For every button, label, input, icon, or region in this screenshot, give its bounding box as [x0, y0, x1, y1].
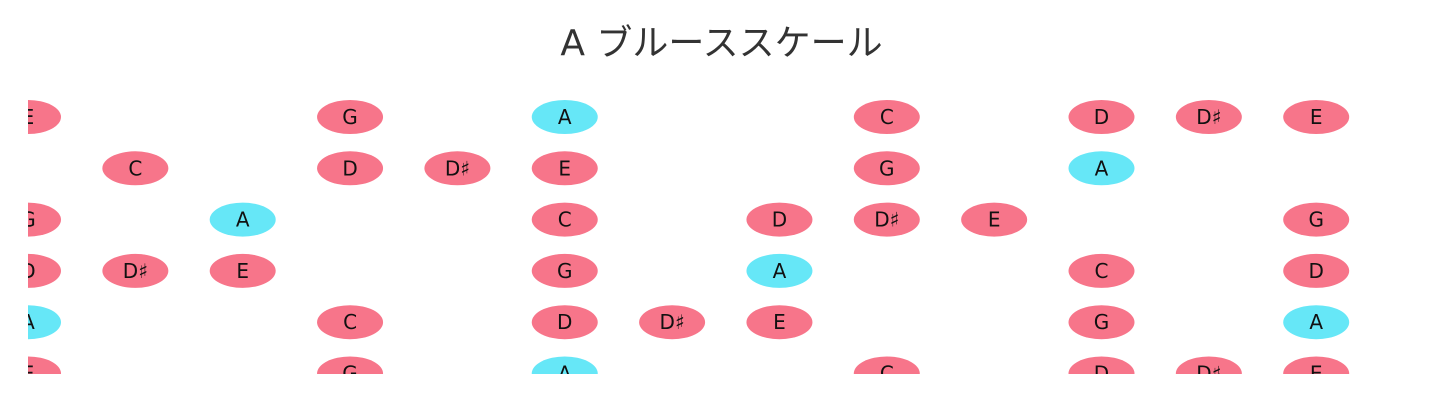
note-label: D♯ — [874, 208, 899, 232]
note-label: D — [20, 259, 35, 283]
note-label: A — [21, 310, 35, 334]
note-label: A — [1095, 156, 1109, 180]
root-note-marker — [531, 100, 598, 134]
note-marker — [1283, 253, 1350, 288]
note-marker — [1068, 305, 1135, 340]
root-note-marker — [1068, 151, 1135, 186]
note-label: A — [773, 259, 787, 283]
note-label: E — [1310, 105, 1323, 129]
note-marker — [1175, 100, 1242, 134]
note-label: G — [20, 208, 36, 232]
note-label: D — [772, 208, 787, 232]
note-label: E — [22, 105, 35, 129]
note-marker — [853, 202, 920, 237]
note-marker — [28, 356, 61, 374]
note-label: D — [1094, 105, 1109, 129]
note-marker — [746, 305, 813, 340]
note-marker — [317, 100, 384, 134]
root-note-marker — [1283, 305, 1350, 340]
note-marker — [1283, 356, 1350, 374]
root-note-marker — [28, 305, 61, 340]
note-label: G — [1094, 310, 1110, 334]
note-marker — [639, 305, 706, 340]
note-label: C — [558, 208, 572, 232]
note-label: C — [128, 156, 142, 180]
note-label: D — [342, 156, 357, 180]
note-marker — [1068, 100, 1135, 134]
note-marker — [209, 253, 276, 288]
note-marker — [531, 202, 598, 237]
note-label: E — [236, 259, 249, 283]
note-marker — [1283, 202, 1350, 237]
string-row-2: C D D♯ E G A — [102, 151, 1135, 186]
note-label: D — [1094, 362, 1109, 386]
note-label: E — [1310, 362, 1323, 386]
note-marker — [28, 202, 61, 237]
note-marker — [961, 202, 1028, 237]
note-marker — [317, 356, 384, 374]
note-marker — [853, 356, 920, 374]
note-marker — [531, 305, 598, 340]
note-label: C — [343, 310, 357, 334]
note-label: A — [1309, 310, 1323, 334]
root-note-marker — [531, 356, 598, 374]
note-label: C — [880, 362, 894, 386]
note-label: D♯ — [660, 310, 685, 334]
note-marker — [853, 151, 920, 186]
note-label: E — [22, 362, 35, 386]
note-label: G — [557, 259, 573, 283]
string-row-5: A C D D♯ E G A — [21, 305, 1350, 340]
note-label: G — [1308, 208, 1324, 232]
note-label: A — [558, 362, 572, 386]
note-label: G — [342, 105, 358, 129]
diagram-title: A ブルーススケール — [560, 23, 883, 64]
note-label: E — [558, 156, 571, 180]
string-row-6: E G A C D D♯ E — [22, 356, 1350, 386]
note-label: A — [236, 208, 250, 232]
note-marker — [1283, 100, 1350, 134]
note-label: C — [880, 105, 894, 129]
root-note-marker — [746, 253, 813, 288]
string-row-4: D D♯ E G A C D — [20, 253, 1350, 288]
note-marker — [28, 253, 61, 288]
note-label: D — [557, 310, 572, 334]
string-row-1: E G A C D D♯ E — [22, 100, 1350, 134]
note-marker — [531, 151, 598, 186]
note-label: E — [773, 310, 786, 334]
note-marker — [102, 151, 169, 186]
note-label: D♯ — [1196, 362, 1221, 386]
note-marker — [317, 305, 384, 340]
note-label: A — [558, 105, 572, 129]
note-label: D♯ — [123, 259, 148, 283]
note-marker — [1175, 356, 1242, 374]
note-marker — [531, 253, 598, 288]
note-marker — [317, 151, 384, 186]
note-marker — [28, 100, 61, 134]
note-label: G — [879, 156, 895, 180]
note-marker — [424, 151, 491, 186]
note-label: G — [342, 362, 358, 386]
note-label: D — [1308, 259, 1323, 283]
note-label: D♯ — [1196, 105, 1221, 129]
note-marker — [746, 202, 813, 237]
root-note-marker — [209, 202, 276, 237]
note-marker — [102, 253, 169, 288]
note-marker — [1068, 253, 1135, 288]
note-label: C — [1095, 259, 1109, 283]
note-label: D♯ — [445, 156, 470, 180]
note-marker — [1068, 356, 1135, 374]
note-label: E — [988, 208, 1001, 232]
note-marker — [853, 100, 920, 134]
string-row-3: G A C D D♯ E G — [20, 202, 1350, 237]
